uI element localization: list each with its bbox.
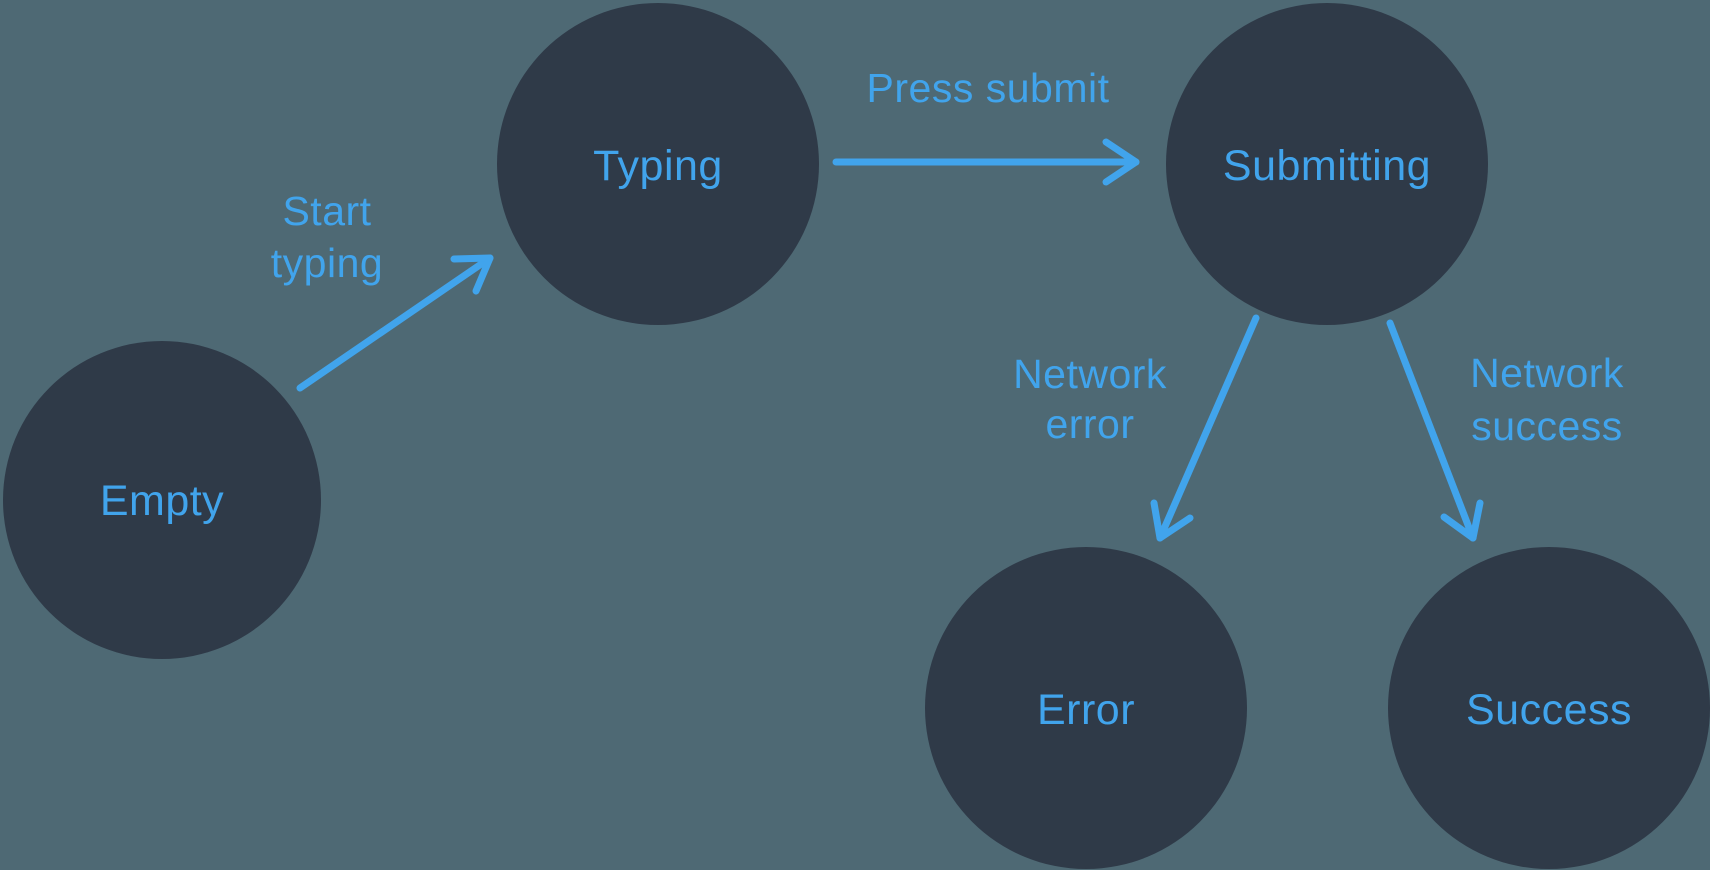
- transition-typing-submitting: Press submit: [832, 65, 1140, 186]
- state-node-typing: Typing: [497, 3, 819, 325]
- transition-submitting-error: Network error: [1013, 314, 1260, 542]
- state-label-success: Success: [1466, 686, 1632, 734]
- arrow-line: [1156, 314, 1260, 542]
- state-circle-empty: [3, 341, 321, 659]
- transition-label-line: Network: [1013, 351, 1167, 397]
- state-node-success: Success: [1388, 547, 1710, 869]
- arrowhead-icon: [450, 254, 494, 295]
- transition-label-line: Press submit: [867, 65, 1110, 111]
- state-circle-submitting: [1166, 3, 1488, 325]
- state-circle-success: [1388, 547, 1710, 869]
- transition-label-line: success: [1471, 403, 1623, 449]
- transition-label-line: error: [1045, 401, 1134, 447]
- state-circle-error: [925, 547, 1247, 869]
- state-node-submitting: Submitting: [1166, 3, 1488, 325]
- arrow-line: [1386, 319, 1477, 542]
- state-circle-typing: [497, 3, 819, 325]
- state-label-empty: Empty: [100, 477, 224, 525]
- transition-label-line: Start: [282, 188, 371, 234]
- arrow-line: [296, 254, 494, 392]
- arrowhead-icon: [1150, 499, 1194, 542]
- state-node-error: Error: [925, 547, 1247, 869]
- arrowhead-icon: [1440, 499, 1484, 542]
- state-node-empty: Empty: [3, 341, 321, 659]
- state-label-typing: Typing: [593, 142, 723, 190]
- transition-label-line: Network: [1470, 350, 1624, 396]
- arrowhead-icon: [1102, 138, 1140, 186]
- transition-label-line: typing: [271, 240, 383, 286]
- transition-empty-typing: Start typing: [271, 188, 494, 392]
- transition-submitting-success: Network success: [1386, 319, 1624, 542]
- state-label-submitting: Submitting: [1223, 142, 1431, 190]
- state-label-error: Error: [1037, 686, 1135, 734]
